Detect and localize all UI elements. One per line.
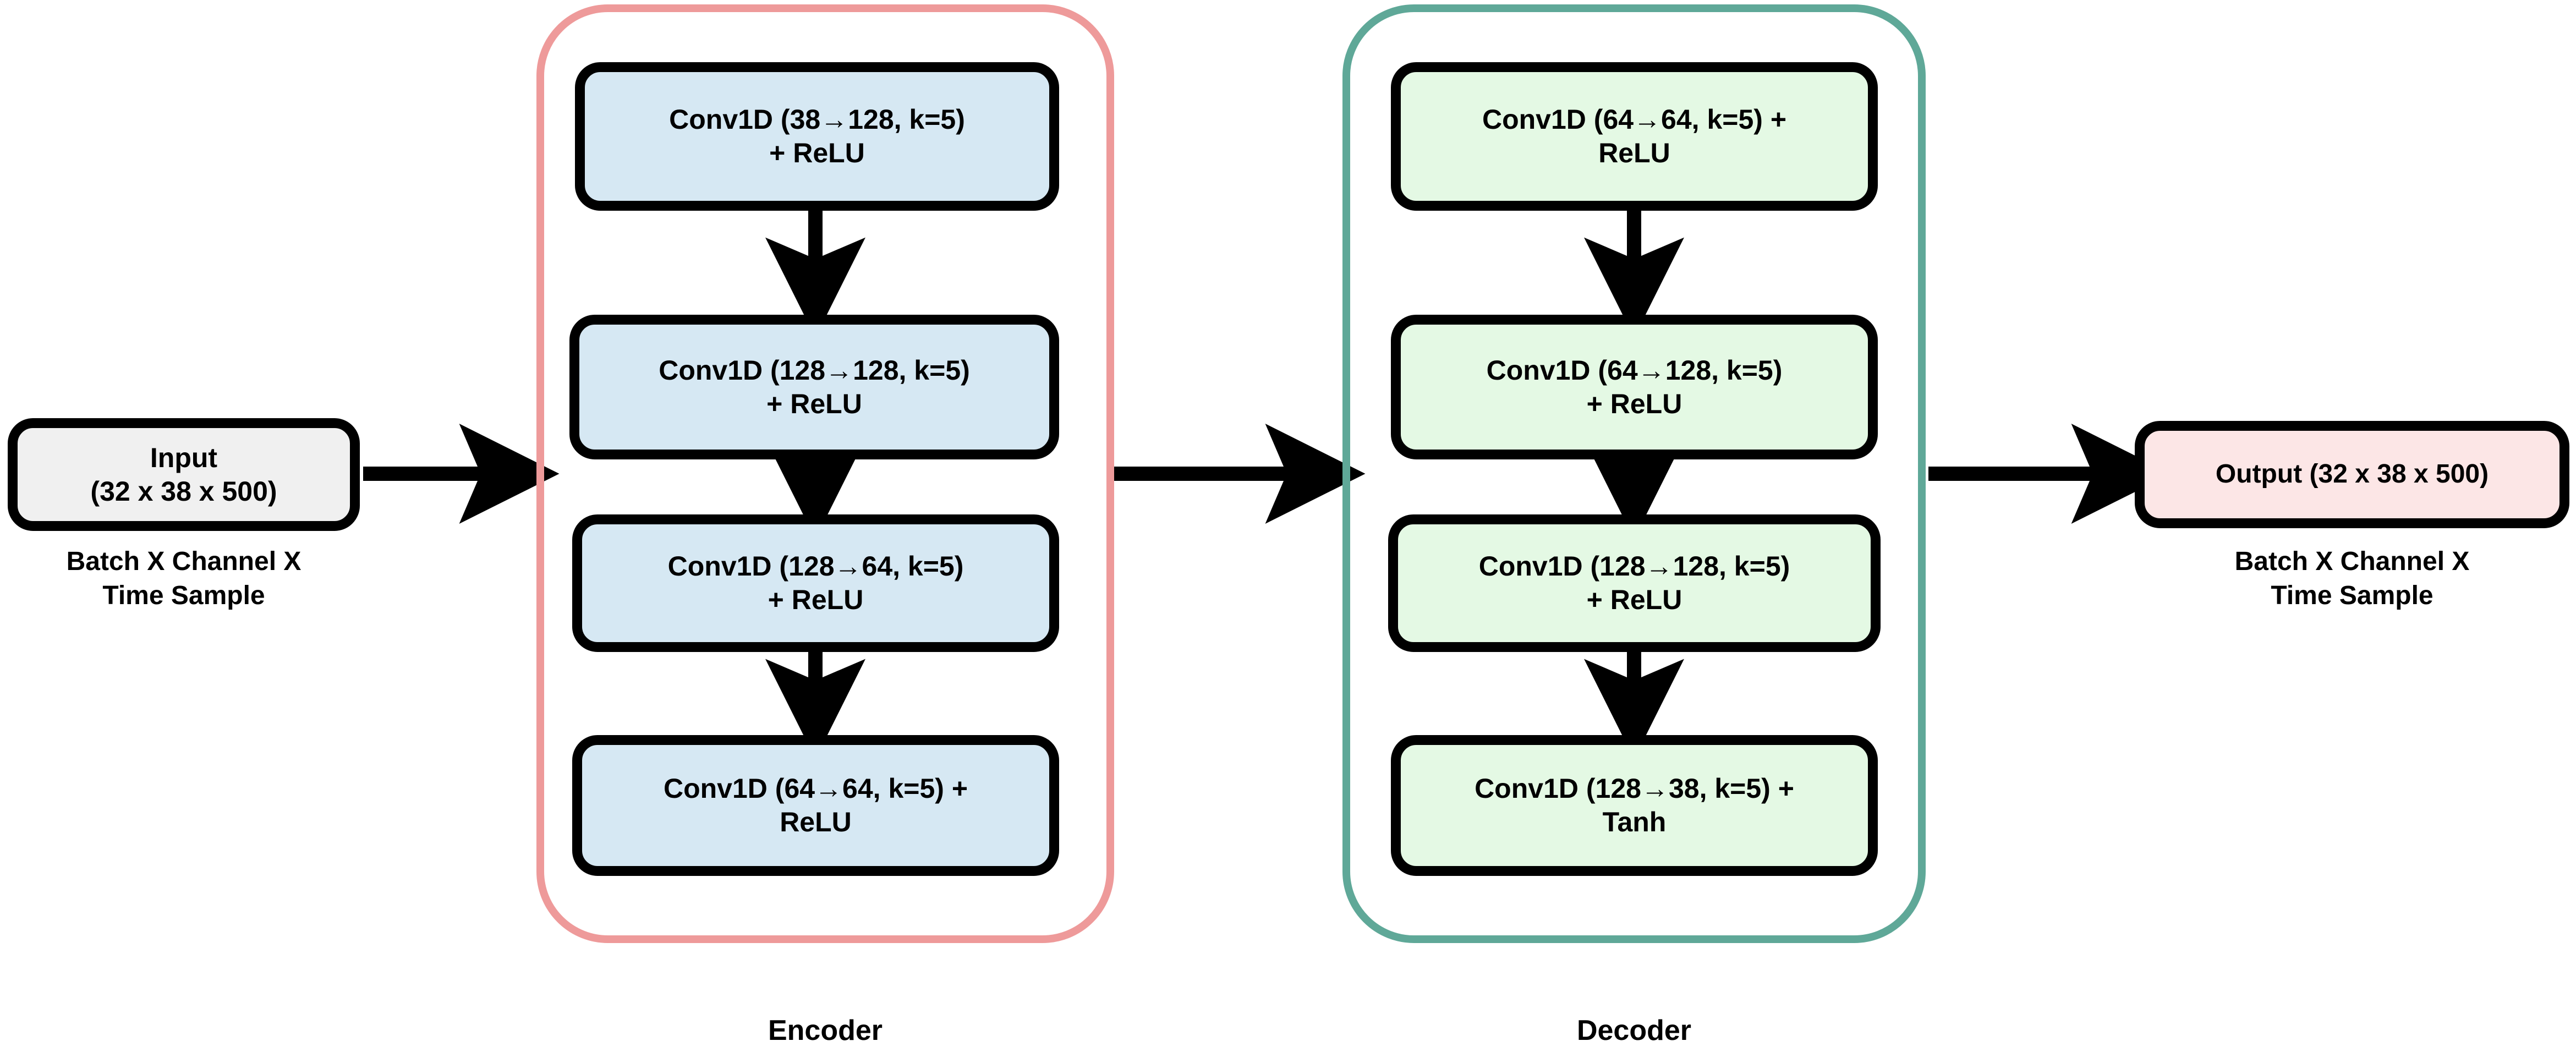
encoder-block-2-line1: Conv1D (128→128, k=5) xyxy=(659,354,970,386)
encoder-group xyxy=(536,4,1114,943)
decoder-block-2-line2: + ReLU xyxy=(1586,388,1682,419)
encoder-block-4-line1: Conv1D (64→64, k=5) + xyxy=(663,773,968,804)
output-caption-line1: Batch X Channel X xyxy=(2234,547,2470,576)
encoder-block-1-text: Conv1D (38→128, k=5) + ReLU xyxy=(593,103,1042,170)
input-node-line1: Input xyxy=(150,442,218,473)
decoder-block-2-text: Conv1D (64→128, k=5) + ReLU xyxy=(1408,354,1860,421)
encoder-block-3-line1: Conv1D (128→64, k=5) xyxy=(667,551,964,582)
output-node: Output (32 x 38 x 500) xyxy=(2135,421,2569,528)
decoder-block-3-line2: + ReLU xyxy=(1586,584,1682,615)
input-node-line2: (32 x 38 x 500) xyxy=(90,475,277,507)
encoder-block-1-line2: + ReLU xyxy=(769,138,865,168)
decoder-block-1-text: Conv1D (64→64, k=5) + ReLU xyxy=(1408,103,1860,170)
encoder-block-4: Conv1D (64→64, k=5) + ReLU xyxy=(572,735,1059,876)
encoder-block-3: Conv1D (128→64, k=5) + ReLU xyxy=(572,514,1059,652)
encoder-block-4-text: Conv1D (64→64, k=5) + ReLU xyxy=(590,772,1042,839)
input-caption: Batch X Channel X Time Sample xyxy=(0,545,368,613)
output-node-text: Output (32 x 38 x 500) xyxy=(2152,458,2552,491)
input-caption-line1: Batch X Channel X xyxy=(66,547,302,576)
input-caption-line2: Time Sample xyxy=(102,581,265,611)
encoder-block-4-line2: ReLU xyxy=(780,807,852,837)
decoder-label: Decoder xyxy=(1576,1015,1692,1046)
encoder-block-2: Conv1D (128→128, k=5) + ReLU xyxy=(569,315,1059,459)
decoder-block-1-line2: ReLU xyxy=(1598,138,1670,168)
encoder-block-1-line1: Conv1D (38→128, k=5) xyxy=(669,104,965,135)
decoder-group xyxy=(1342,4,1926,943)
decoder-block-1-line1: Conv1D (64→64, k=5) + xyxy=(1482,104,1787,135)
output-caption-line2: Time Sample xyxy=(2271,581,2434,611)
input-node-text: Input (32 x 38 x 500) xyxy=(25,441,342,508)
decoder-block-4-line2: Tanh xyxy=(1602,807,1667,837)
output-caption: Batch X Channel X Time Sample xyxy=(2135,545,2569,613)
encoder-block-1: Conv1D (38→128, k=5) + ReLU xyxy=(575,62,1059,211)
decoder-block-2-line1: Conv1D (64→128, k=5) xyxy=(1486,354,1783,386)
encoder-block-3-text: Conv1D (128→64, k=5) + ReLU xyxy=(590,550,1042,617)
output-node-line1: Output (32 x 38 x 500) xyxy=(2215,459,2489,489)
decoder-block-1: Conv1D (64→64, k=5) + ReLU xyxy=(1391,62,1878,211)
encoder-label: Encoder xyxy=(768,1015,883,1046)
encoder-block-2-line2: + ReLU xyxy=(766,388,862,419)
decoder-block-4-text: Conv1D (128→38, k=5) + Tanh xyxy=(1408,772,1860,839)
decoder-block-4: Conv1D (128→38, k=5) + Tanh xyxy=(1391,735,1878,876)
decoder-block-3-text: Conv1D (128→128, k=5) + ReLU xyxy=(1406,550,1863,617)
decoder-block-4-line1: Conv1D (128→38, k=5) + xyxy=(1475,773,1794,804)
encoder-block-3-line2: + ReLU xyxy=(768,584,864,615)
input-node: Input (32 x 38 x 500) xyxy=(8,418,360,531)
decoder-block-3: Conv1D (128→128, k=5) + ReLU xyxy=(1388,514,1881,652)
decoder-block-3-line1: Conv1D (128→128, k=5) xyxy=(1478,551,1790,582)
encoder-block-2-text: Conv1D (128→128, k=5) + ReLU xyxy=(587,354,1042,421)
decoder-block-2: Conv1D (64→128, k=5) + ReLU xyxy=(1391,315,1878,459)
